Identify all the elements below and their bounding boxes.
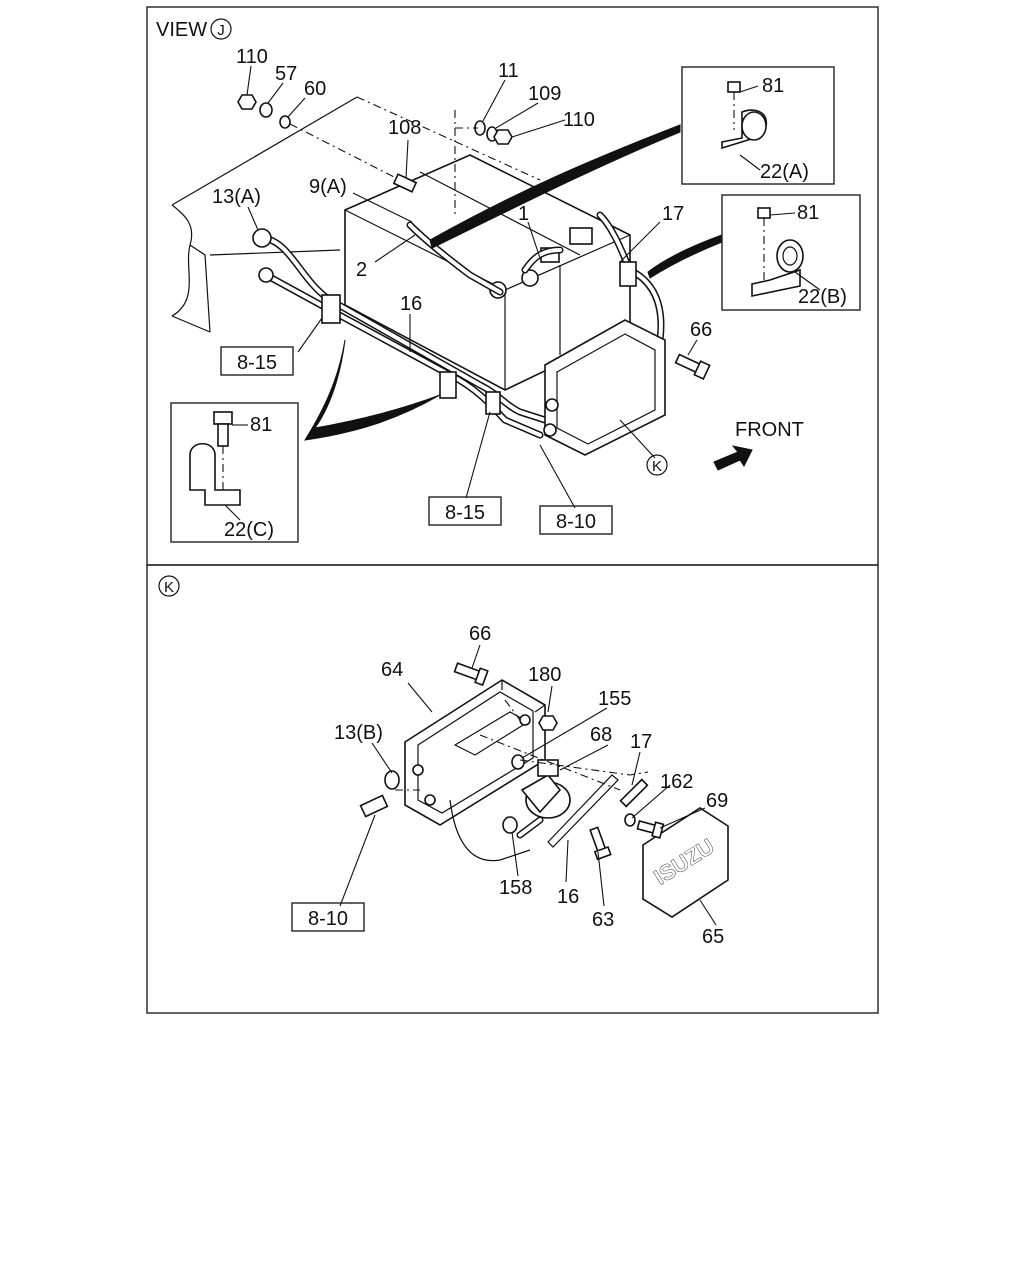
callout-66-k: 66 bbox=[469, 623, 491, 645]
view-j-callouts: 110 57 60 108 11 109 110 13(A) 9(A) 1 2 … bbox=[212, 46, 847, 541]
cable-clamps bbox=[321, 261, 637, 415]
callout-109: 109 bbox=[528, 83, 561, 105]
washer-60 bbox=[279, 115, 291, 129]
callout-2: 2 bbox=[356, 259, 367, 281]
callout-68: 68 bbox=[590, 724, 612, 746]
nut-110 bbox=[237, 94, 257, 110]
part-158 bbox=[502, 816, 518, 834]
ref-8-10: 8-10 bbox=[556, 511, 596, 533]
callout-65: 65 bbox=[702, 926, 724, 948]
front-arrow bbox=[713, 445, 753, 471]
view-k-refs: 8-10 bbox=[291, 902, 365, 932]
callout-57: 57 bbox=[275, 63, 297, 85]
ref-8-15-b: 8-15 bbox=[445, 502, 485, 524]
callout-9a: 9(A) bbox=[309, 176, 347, 198]
bolt-63 bbox=[589, 826, 612, 861]
front-label: FRONT bbox=[735, 419, 804, 441]
inset-22b bbox=[721, 194, 861, 311]
callout-158: 158 bbox=[499, 877, 532, 899]
bolt-66 bbox=[674, 353, 711, 381]
grommet-13b bbox=[384, 770, 400, 790]
callout-81-c: 81 bbox=[250, 414, 272, 436]
callout-81-a: 81 bbox=[762, 75, 784, 97]
nut-110b bbox=[493, 129, 513, 145]
fasteners-k bbox=[359, 662, 665, 861]
k-marker: K bbox=[646, 454, 668, 476]
callout-180: 180 bbox=[528, 664, 561, 686]
callout-81-b: 81 bbox=[797, 202, 819, 224]
callout-22b: 22(B) bbox=[798, 286, 847, 308]
washer-162 bbox=[624, 813, 636, 827]
callout-64: 64 bbox=[381, 659, 403, 681]
view-j-prefix: VIEW bbox=[156, 19, 207, 41]
callout-13b: 13(B) bbox=[334, 722, 383, 744]
view-k-leaders bbox=[339, 644, 717, 926]
view-k-symbol: K bbox=[164, 579, 174, 596]
box-body-64 bbox=[404, 679, 546, 826]
ref-8-15-a: 8-15 bbox=[237, 352, 277, 374]
fasteners-top bbox=[237, 94, 711, 381]
callout-63: 63 bbox=[592, 909, 614, 931]
view-k-title: K bbox=[158, 575, 180, 597]
view-k-panel bbox=[146, 564, 879, 1014]
callout-162: 162 bbox=[660, 771, 693, 793]
view-j-title: VIEW J bbox=[156, 18, 232, 41]
callout-17: 17 bbox=[662, 203, 684, 225]
callout-60: 60 bbox=[304, 78, 326, 100]
bolt-66-k bbox=[453, 662, 489, 687]
bolt-108 bbox=[392, 173, 418, 193]
view-j-refs: 8-15 8-15 8-10 bbox=[220, 346, 613, 535]
callout-16: 16 bbox=[400, 293, 422, 315]
callout-22a: 22(A) bbox=[760, 161, 809, 183]
battery-terminal bbox=[569, 227, 593, 245]
nut-180 bbox=[538, 715, 558, 731]
callout-110-b: 110 bbox=[563, 109, 595, 131]
callout-16-k: 16 bbox=[557, 886, 579, 908]
callout-17-k: 17 bbox=[630, 731, 652, 753]
callout-108: 108 bbox=[388, 117, 421, 139]
callout-1: 1 bbox=[518, 203, 529, 225]
part-16 bbox=[547, 774, 619, 848]
ref-8-10-k: 8-10 bbox=[308, 908, 348, 930]
k-marker-letter: K bbox=[652, 458, 662, 475]
bolt-69 bbox=[636, 820, 665, 839]
part-155 bbox=[511, 754, 525, 770]
view-k-callouts: 66 64 180 155 13(B) 68 17 162 69 158 16 … bbox=[334, 623, 728, 948]
callout-22c: 22(C) bbox=[224, 519, 274, 541]
connector-8-10 bbox=[359, 794, 389, 818]
callout-13a: 13(A) bbox=[212, 186, 261, 208]
detail-arrows bbox=[304, 124, 723, 441]
washer-57 bbox=[259, 102, 273, 118]
callout-110: 110 bbox=[236, 46, 268, 68]
bolt-17 bbox=[619, 778, 649, 808]
view-j-leaders bbox=[224, 65, 821, 521]
view-j-symbol: J bbox=[217, 22, 225, 39]
inset-22c bbox=[170, 402, 299, 543]
callout-69: 69 bbox=[706, 790, 728, 812]
inset-22a bbox=[681, 66, 835, 185]
switch-box bbox=[543, 319, 666, 456]
cover-65: ISUZU bbox=[642, 807, 729, 918]
callout-155: 155 bbox=[598, 688, 631, 710]
frame-rail bbox=[171, 96, 541, 333]
callout-11: 11 bbox=[498, 60, 519, 82]
view-k-phantom bbox=[395, 699, 649, 862]
callout-66: 66 bbox=[690, 319, 712, 341]
